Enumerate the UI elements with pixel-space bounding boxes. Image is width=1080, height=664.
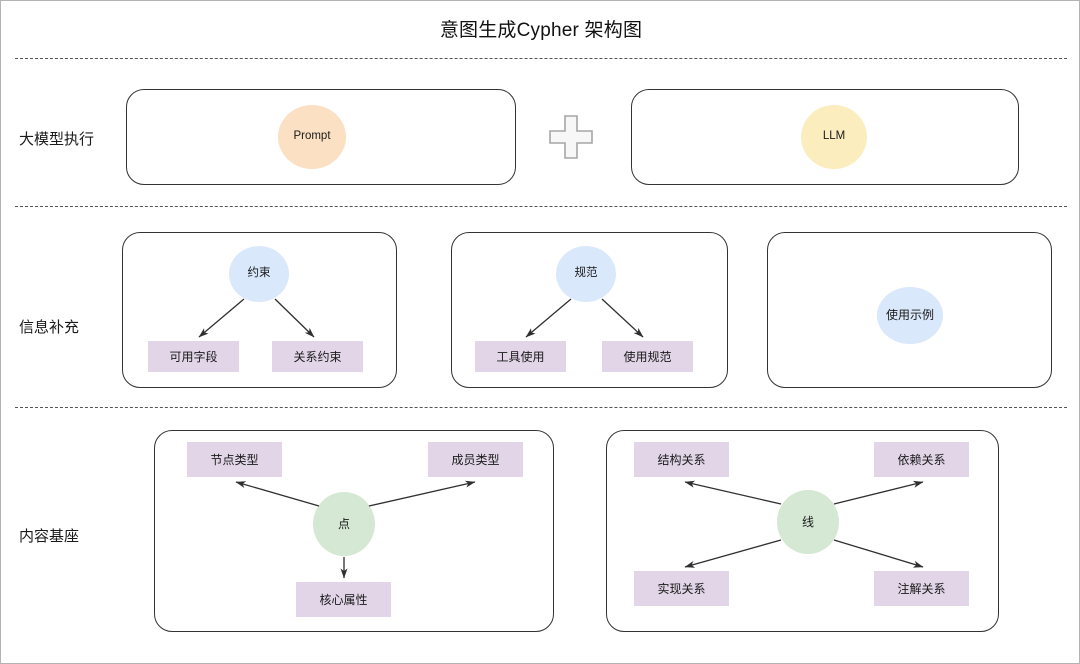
- constraint-node[interactable]: 约束: [229, 246, 289, 302]
- edge-center-node[interactable]: 线: [777, 490, 839, 554]
- specification-rect-tool-usage[interactable]: 工具使用: [475, 341, 566, 372]
- edge-rect-implementation-relation[interactable]: 实现关系: [634, 571, 729, 606]
- divider-mid-upper: [15, 206, 1067, 207]
- plus-icon: [548, 114, 594, 160]
- node-rect-core-attribute[interactable]: 核心属性: [296, 582, 391, 617]
- llm-node[interactable]: LLM: [801, 105, 867, 169]
- constraint-rect-available-fields[interactable]: 可用字段: [148, 341, 239, 372]
- specification-node[interactable]: 规范: [556, 246, 616, 302]
- constraint-rect-relation-constraint[interactable]: 关系约束: [272, 341, 363, 372]
- row-label-info-supplement: 信息补充: [19, 319, 80, 336]
- node-rect-node-type[interactable]: 节点类型: [187, 442, 282, 477]
- row-label-content-base: 内容基座: [19, 528, 80, 545]
- specification-rect-usage-norm[interactable]: 使用规范: [602, 341, 693, 372]
- prompt-node[interactable]: Prompt: [278, 105, 346, 169]
- page-title: 意图生成Cypher 架构图: [439, 20, 643, 41]
- divider-top: [15, 58, 1067, 59]
- node-center-node[interactable]: 点: [313, 492, 375, 556]
- node-rect-member-type[interactable]: 成员类型: [428, 442, 523, 477]
- edge-rect-annotation-relation[interactable]: 注解关系: [874, 571, 969, 606]
- examples-node[interactable]: 使用示例: [877, 287, 943, 344]
- row-label-model-execution: 大模型执行: [19, 131, 95, 148]
- divider-mid-lower: [15, 407, 1067, 408]
- edge-rect-dependency-relation[interactable]: 依赖关系: [874, 442, 969, 477]
- edge-rect-structural-relation[interactable]: 结构关系: [634, 442, 729, 477]
